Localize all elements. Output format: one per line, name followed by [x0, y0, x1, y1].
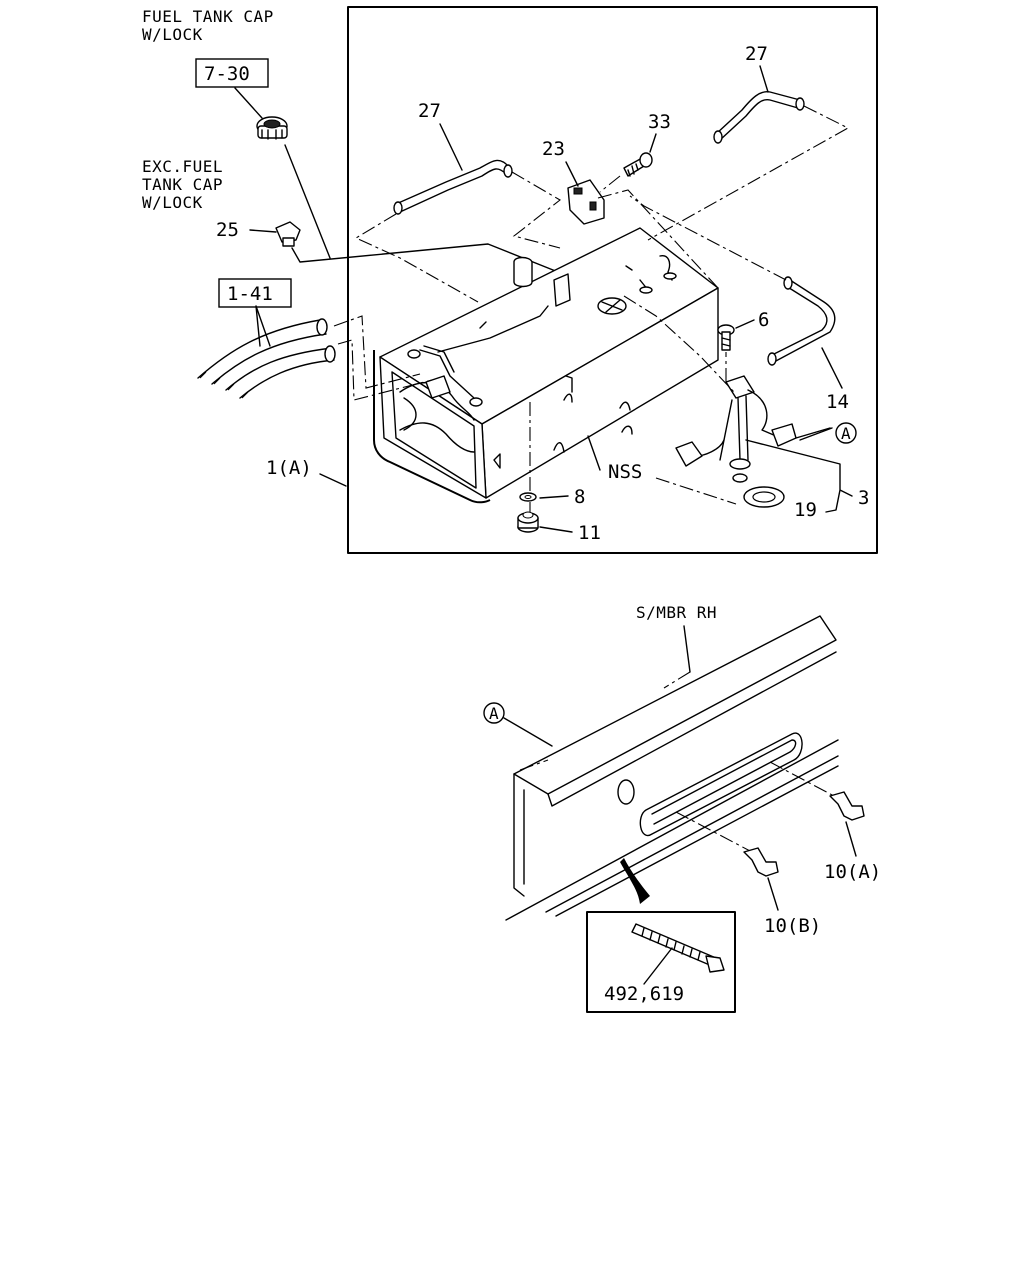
dash-pump-to-tank	[623, 295, 737, 505]
note-side-member: S/MBR RH	[636, 603, 717, 622]
circle-marker-a-bottom: A	[483, 702, 505, 724]
leader-side-member	[683, 625, 691, 673]
hose-connection-line-2	[337, 339, 433, 401]
clip-10b	[743, 847, 779, 877]
fuel-hoses	[197, 305, 336, 399]
note-line-1: EXC.FUEL	[142, 157, 223, 176]
callout-nss: NSS	[608, 461, 642, 483]
dash-14	[629, 195, 787, 281]
gasket-19	[743, 486, 785, 508]
fuel-pump-assembly-3	[675, 352, 831, 483]
callout-27-left: 27	[418, 100, 441, 122]
note-line-3: W/LOCK	[142, 193, 203, 212]
hose-connection-line-1	[333, 315, 421, 389]
ref-box-label: 7-30	[204, 63, 250, 85]
circle-marker-a-top: A	[835, 422, 857, 444]
dash-27-right	[647, 105, 850, 241]
hose-14	[767, 276, 836, 366]
callout-1a: 1(A)	[266, 457, 312, 479]
main-assembly-frame	[347, 6, 878, 554]
callout-11: 11	[578, 522, 601, 544]
callout-23: 23	[542, 138, 565, 160]
leader-cap-to-filler	[284, 144, 331, 259]
leader-11	[539, 526, 573, 533]
leader-a-top	[799, 427, 833, 441]
dash-27-left-b	[511, 171, 561, 249]
clip-23	[567, 179, 605, 225]
hose-27-right	[713, 91, 805, 144]
inset-cable-tie: 492,619	[586, 911, 736, 1013]
side-member-rh	[505, 615, 839, 921]
callout-8: 8	[574, 486, 585, 508]
bolt-33	[623, 152, 653, 177]
fuel-cap-icon	[275, 221, 301, 247]
leader-10a	[845, 821, 857, 857]
leader-25	[249, 229, 277, 233]
ref-box-1-41[interactable]: 1-41	[218, 278, 292, 308]
fuel-cap-lock-icon	[234, 87, 288, 140]
washer-8	[519, 492, 537, 502]
leader-3	[745, 439, 853, 513]
note-fuel-tank-cap-w-lock: FUEL TANK CAP W/LOCK	[142, 7, 274, 44]
leader-14	[821, 347, 843, 389]
callout-19: 19	[794, 499, 817, 521]
leader-a-bottom	[503, 717, 553, 747]
callout-6: 6	[758, 309, 769, 331]
leader-cap-to-tank	[291, 243, 579, 281]
leader-6	[735, 319, 755, 329]
note-line-2: TANK CAP	[142, 175, 223, 194]
callout-3: 3	[858, 487, 869, 509]
callout-27-right: 27	[745, 43, 768, 65]
arrow-to-inset	[620, 858, 650, 904]
leader-nss	[587, 435, 601, 471]
leader-8	[539, 495, 569, 499]
marker-label: A	[489, 704, 499, 723]
screw-6	[717, 324, 735, 351]
leader-23	[565, 161, 579, 187]
callout-14: 14	[826, 391, 849, 413]
leader-27-left	[439, 123, 463, 171]
callout-10a: 10(A)	[824, 861, 881, 883]
note-line-1: FUEL TANK CAP	[142, 7, 274, 26]
ref-box-7-30[interactable]: 7-30	[195, 58, 269, 88]
cable-tie-icon	[631, 923, 725, 973]
dash-33	[599, 175, 621, 193]
ref-box-label: 1-41	[227, 283, 273, 305]
callout-492-619: 492,619	[604, 983, 684, 1005]
note-line-2: W/LOCK	[142, 25, 203, 44]
leader-27-right	[759, 65, 769, 93]
clip-10a	[829, 791, 865, 821]
callout-25: 25	[216, 219, 239, 241]
fuel-tank-body	[379, 227, 719, 520]
leader-1a	[319, 473, 347, 487]
callout-33: 33	[648, 111, 671, 133]
dash-27-left	[354, 213, 479, 303]
marker-label: A	[841, 424, 851, 443]
hose-27-left	[393, 159, 513, 215]
tank-band-outline	[373, 350, 491, 504]
note-exc-fuel-tank-cap-w-lock: EXC.FUEL TANK CAP W/LOCK	[142, 157, 223, 212]
leader-10b	[767, 877, 779, 911]
nut-11	[517, 511, 539, 533]
leader-492	[643, 947, 673, 985]
leader-33	[649, 133, 657, 153]
dash-23	[597, 189, 719, 289]
callout-10b: 10(B)	[764, 915, 821, 937]
